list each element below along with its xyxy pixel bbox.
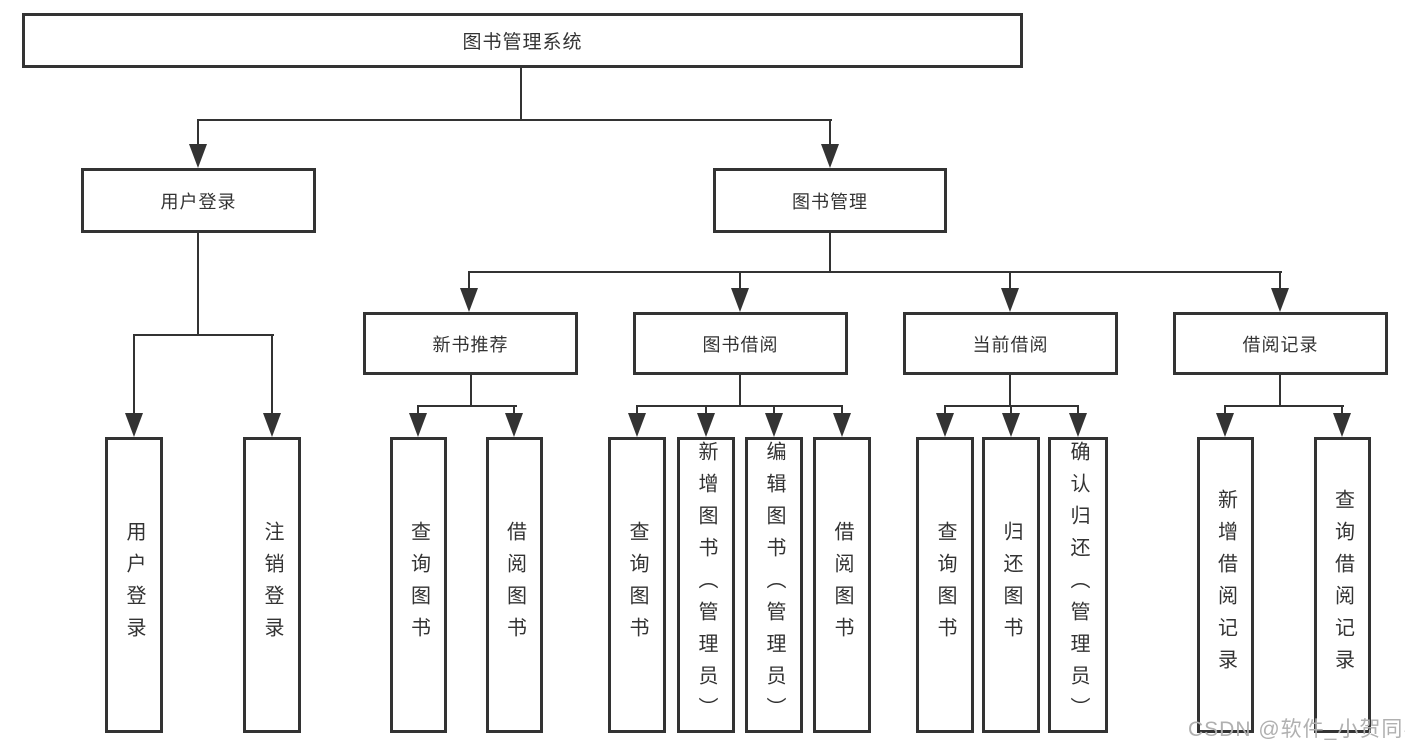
leaf-cb-query-books: 查询图书 <box>916 437 974 733</box>
arrow-to-leaf-nbr-borrow <box>505 413 523 437</box>
leaf-user-login-label: 用户登录 <box>123 521 145 649</box>
node-book-mgmt-branch: 图书管理 <box>713 168 947 233</box>
leaf-br-add-record: 新增借阅记录 <box>1197 437 1254 733</box>
arrow-to-current-borrow <box>1001 288 1019 312</box>
arrow-to-leaf-bb-add <box>697 413 715 437</box>
arrow-to-leaf-br-add <box>1216 413 1234 437</box>
connector-root-bar <box>197 119 832 121</box>
arrow-to-leaf-nbr-query <box>409 413 427 437</box>
node-book-mgmt-branch-label: 图书管理 <box>792 191 868 212</box>
leaf-bb-edit-books-admin: 编辑图书（管理员） <box>745 437 803 733</box>
node-borrow-records-label: 借阅记录 <box>1242 334 1319 355</box>
arrow-to-leaf-br-query <box>1333 413 1351 437</box>
node-current-borrow: 当前借阅 <box>903 312 1118 375</box>
connector-root-arm-left <box>197 119 199 149</box>
node-book-borrow: 图书借阅 <box>633 312 848 375</box>
arrow-to-leaf-bb-borrow <box>833 413 851 437</box>
leaf-nbr-query-books-label: 查询图书 <box>407 521 430 649</box>
leaf-br-query-record: 查询借阅记录 <box>1314 437 1371 733</box>
connector-bookmgmt-bar <box>468 271 1282 273</box>
leaf-bb-add-books-admin: 新增图书（管理员） <box>677 437 735 733</box>
connector-bookmgmt-stem <box>829 233 831 273</box>
connector-bookmgmt-arm-3 <box>1009 271 1011 291</box>
connector-br-arm-1 <box>1224 405 1226 417</box>
node-user-login-branch: 用户登录 <box>81 168 316 233</box>
leaf-nbr-query-books: 查询图书 <box>390 437 447 733</box>
leaf-cb-confirm-return-admin: 确认归还（管理员） <box>1048 437 1108 733</box>
leaf-cb-return-books-label: 归还图书 <box>1000 521 1022 649</box>
connector-root-arm-right <box>829 119 831 149</box>
arrow-to-leaf-bb-query <box>628 413 646 437</box>
arrow-to-leaf-bb-edit <box>765 413 783 437</box>
connector-br-arm-2 <box>1341 405 1343 417</box>
leaf-br-query-record-label: 查询借阅记录 <box>1331 489 1354 681</box>
connector-nbr-arm-1 <box>417 405 419 417</box>
arrow-to-leaf-cb-return <box>1002 413 1020 437</box>
node-user-login-branch-label: 用户登录 <box>160 191 237 212</box>
connector-nbr-arm-2 <box>513 405 515 417</box>
leaf-user-login: 用户登录 <box>105 437 163 733</box>
node-current-borrow-label: 当前借阅 <box>972 334 1049 355</box>
arrow-to-leaf-cb-confirm <box>1069 413 1087 437</box>
connector-br-stem <box>1279 375 1281 406</box>
connector-root-stem <box>520 68 522 120</box>
leaf-cb-query-books-label: 查询图书 <box>934 521 956 649</box>
leaf-bb-edit-books-admin-label: 编辑图书（管理员） <box>763 441 785 729</box>
connector-cb-arm-2 <box>1010 405 1012 417</box>
csdn-watermark: CSDN @软件_小贺同学 <box>1188 718 1405 741</box>
connector-nbr-bar <box>417 405 517 407</box>
leaf-bb-query-books: 查询图书 <box>608 437 666 733</box>
leaf-br-add-record-label: 新增借阅记录 <box>1214 489 1237 681</box>
leaf-logout: 注销登录 <box>243 437 301 733</box>
node-new-book-rec: 新书推荐 <box>363 312 578 375</box>
connector-cb-arm-1 <box>944 405 946 417</box>
arrow-to-leaf-user-login <box>125 413 143 437</box>
connector-cb-arm-3 <box>1077 405 1079 417</box>
node-library-system: 图书管理系统 <box>22 13 1023 68</box>
connector-bookmgmt-arm-1 <box>468 271 470 291</box>
leaf-bb-query-books-label: 查询图书 <box>626 521 648 649</box>
node-borrow-records: 借阅记录 <box>1173 312 1388 375</box>
arrow-to-new-book-rec <box>460 288 478 312</box>
connector-bb-arm-4 <box>841 405 843 417</box>
arrow-to-user-login-branch <box>189 144 207 168</box>
leaf-nbr-borrow-books-label: 借阅图书 <box>503 521 526 649</box>
connector-userlogin-bar <box>133 334 274 336</box>
connector-userlogin-arm-left <box>133 334 135 414</box>
connector-bb-arm-2 <box>705 405 707 417</box>
connector-bookmgmt-arm-2 <box>739 271 741 291</box>
node-book-borrow-label: 图书借阅 <box>702 334 779 355</box>
node-new-book-rec-label: 新书推荐 <box>432 334 509 355</box>
connector-br-bar <box>1224 405 1344 407</box>
connector-bookmgmt-arm-4 <box>1279 271 1281 291</box>
leaf-bb-borrow-books-label: 借阅图书 <box>831 521 853 649</box>
arrow-to-leaf-cb-query <box>936 413 954 437</box>
connector-nbr-stem <box>470 375 472 406</box>
leaf-nbr-borrow-books: 借阅图书 <box>486 437 543 733</box>
connector-userlogin-arm-right <box>271 334 273 414</box>
node-library-system-label: 图书管理系统 <box>462 32 583 53</box>
arrow-to-book-borrow <box>731 288 749 312</box>
leaf-cb-confirm-return-admin-label: 确认归还（管理员） <box>1067 441 1089 729</box>
leaf-bb-borrow-books: 借阅图书 <box>813 437 871 733</box>
arrow-to-borrow-records <box>1271 288 1289 312</box>
connector-bb-arm-1 <box>636 405 638 417</box>
connector-bb-bar <box>636 405 843 407</box>
connector-bb-arm-3 <box>773 405 775 417</box>
arrow-to-book-mgmt-branch <box>821 144 839 168</box>
leaf-logout-label: 注销登录 <box>261 521 283 649</box>
leaf-bb-add-books-admin-label: 新增图书（管理员） <box>695 441 717 729</box>
connector-userlogin-stem <box>197 233 199 335</box>
connector-cb-stem <box>1009 375 1011 406</box>
arrow-to-leaf-logout <box>263 413 281 437</box>
connector-bb-stem <box>739 375 741 406</box>
leaf-cb-return-books: 归还图书 <box>982 437 1040 733</box>
